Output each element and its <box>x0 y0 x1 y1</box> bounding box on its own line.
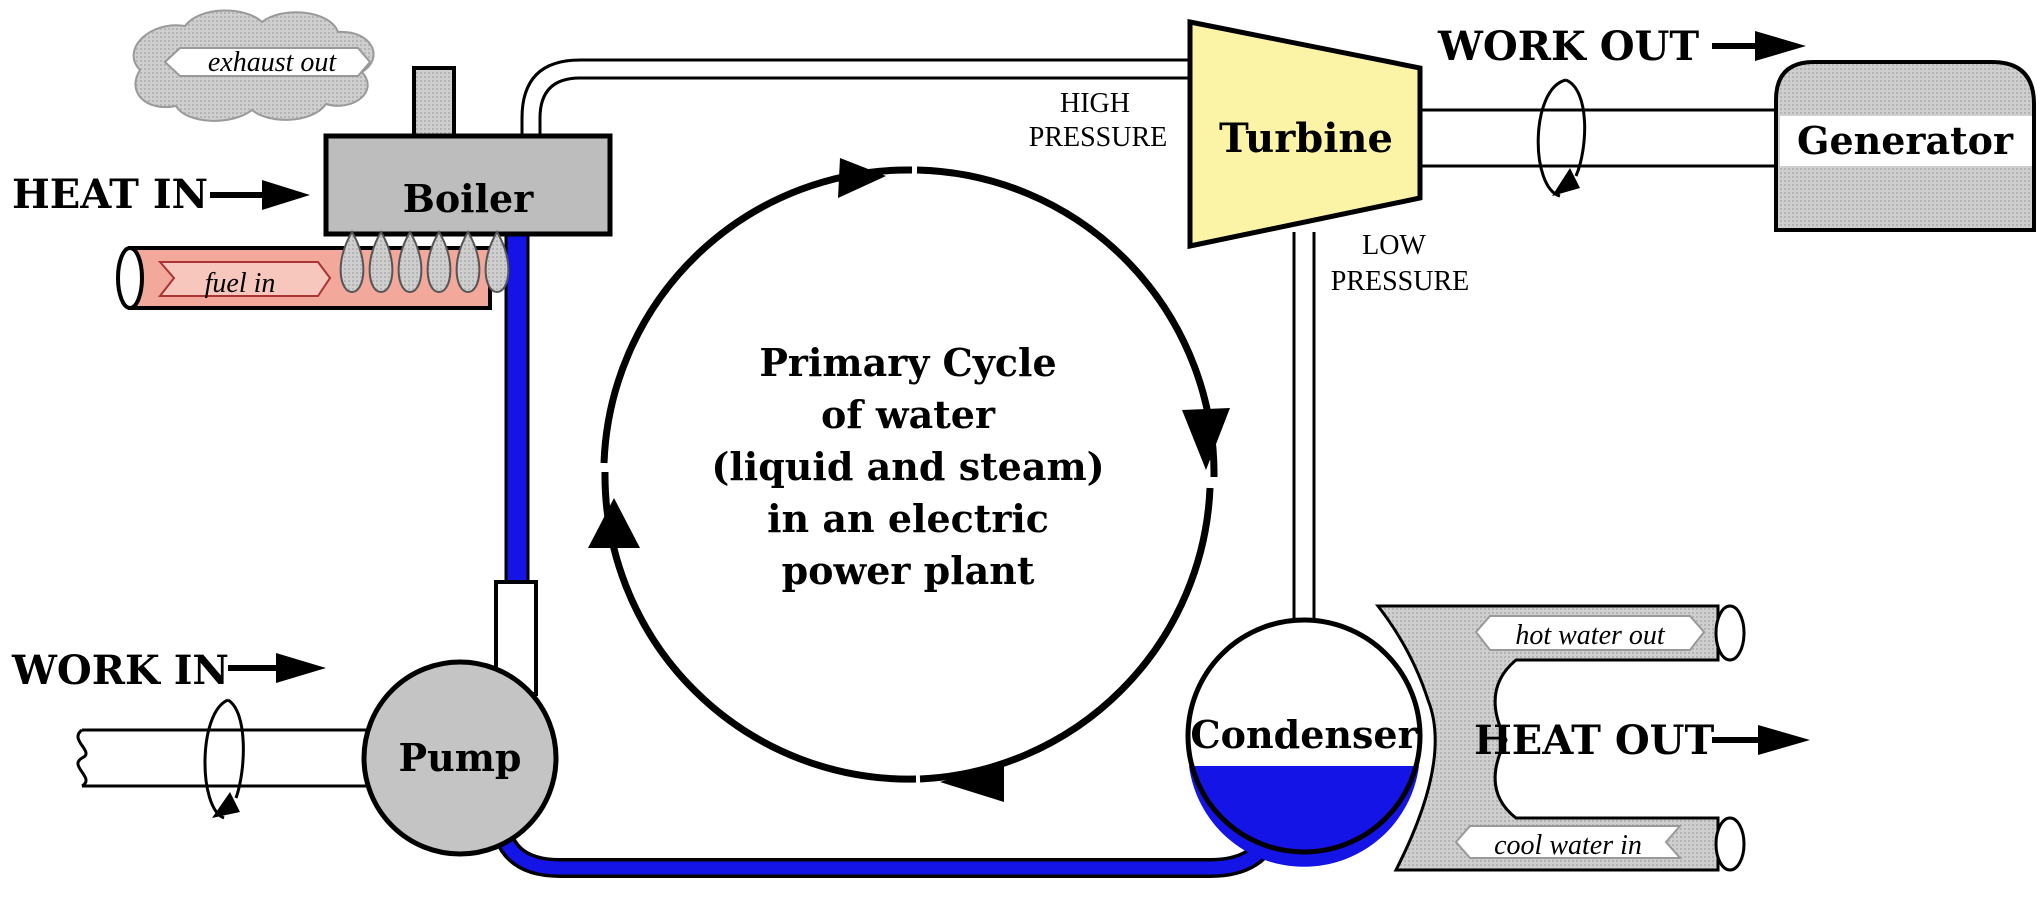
turbine-shaft <box>1420 108 1780 168</box>
low-pressure-line1: LOW <box>1362 230 1426 261</box>
high-pressure-line2: PRESSURE <box>1029 122 1168 153</box>
turbine-label: Turbine <box>1219 115 1393 162</box>
heat-in: HEAT IN <box>12 171 310 218</box>
heat-out-arrow-icon <box>1758 725 1810 755</box>
pump-input-shaft <box>76 728 372 788</box>
heat-out: HEAT OUT <box>1474 717 1810 764</box>
heat-in-label: HEAT IN <box>12 171 208 218</box>
cooling-water-jacket: hot water out cool water in <box>1374 604 1746 872</box>
work-in: WORK IN <box>11 647 326 694</box>
steam-pipe-high-pressure <box>520 58 1190 134</box>
work-in-arrow-icon <box>276 653 326 683</box>
exhaust-cloud: exhaust out <box>132 9 375 122</box>
cycle-arrow-bottom-icon <box>940 762 1004 802</box>
cycle-text-line3: (liquid and steam) <box>711 444 1104 489</box>
cycle-text-line2: of water <box>821 392 996 437</box>
high-pressure-line1: HIGH <box>1060 88 1130 119</box>
boiler[interactable]: Boiler <box>323 133 613 237</box>
high-pressure-label: HIGH PRESSURE <box>1029 88 1168 153</box>
hot-water-out-label: hot water out <box>1515 620 1666 651</box>
low-pressure-label: LOW PRESSURE <box>1331 230 1470 297</box>
work-out-arrow-icon <box>1755 31 1806 61</box>
cycle-description: Primary Cycle of water (liquid and steam… <box>711 340 1104 593</box>
rotation-icon <box>1536 78 1587 198</box>
condenser[interactable]: Condenser <box>1185 617 1423 867</box>
low-pressure-line2: PRESSURE <box>1331 266 1470 297</box>
cycle-text-line4: in an electric <box>767 496 1049 541</box>
work-out-label: WORK OUT <box>1437 23 1699 70</box>
boiler-label: Boiler <box>403 176 535 221</box>
condenser-label: Condenser <box>1190 712 1418 757</box>
cool-water-in-label: cool water in <box>1494 830 1642 861</box>
pump-label: Pump <box>399 735 522 780</box>
generator-label: Generator <box>1797 118 2014 163</box>
exhaust-out-label: exhaust out <box>208 47 338 78</box>
generator[interactable]: Generator <box>1774 60 2036 232</box>
burner-flames <box>339 230 510 294</box>
heat-out-label: HEAT OUT <box>1474 717 1715 764</box>
work-out: WORK OUT <box>1437 23 1806 70</box>
chimney <box>412 66 456 138</box>
turbine[interactable]: Turbine <box>1187 18 1423 250</box>
steam-pipe-low-pressure <box>1292 232 1316 620</box>
cycle-arrow-left-icon <box>588 498 640 548</box>
cycle-text-line5: power plant <box>782 548 1035 593</box>
cycle-arrow-right-icon <box>1182 408 1230 470</box>
heat-in-arrow-icon <box>262 180 310 210</box>
cycle-text-line1: Primary Cycle <box>759 340 1056 385</box>
pump-rotation-icon <box>203 698 245 820</box>
work-in-label: WORK IN <box>11 647 229 694</box>
cycle-arrow-top-icon <box>838 158 886 198</box>
pump[interactable]: Pump <box>361 659 559 857</box>
fuel-in-label: fuel in <box>205 268 276 299</box>
